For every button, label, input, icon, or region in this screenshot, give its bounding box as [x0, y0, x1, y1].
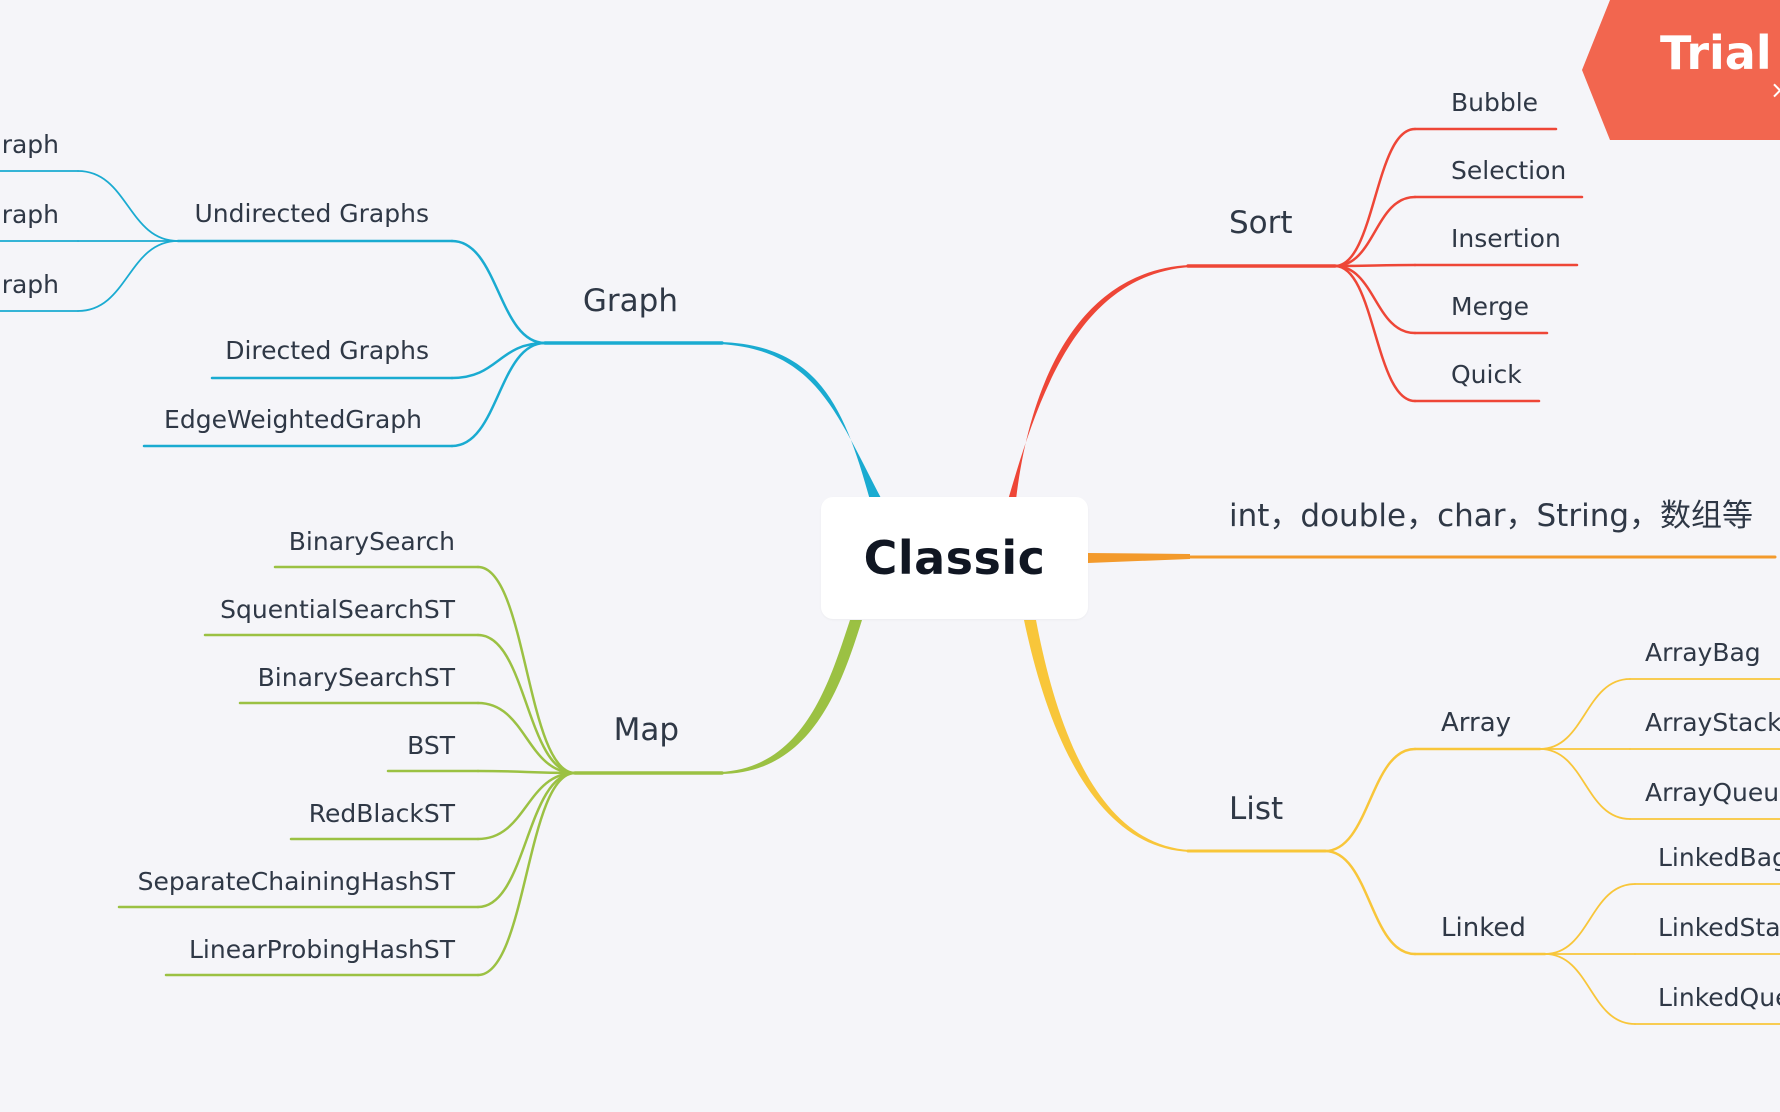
list-main-branch [1024, 620, 1190, 852]
subtopic-binarysearchst[interactable]: BinarySearchST [258, 663, 456, 692]
map-child-connector [476, 701, 577, 775]
leaf-graph-2[interactable]: raph [2, 200, 59, 229]
sort-child-connector [1333, 195, 1417, 268]
sort-child-connector [1333, 263, 1417, 268]
types-main-branch [1088, 553, 1190, 563]
array-leaf-connector [1539, 748, 1631, 820]
sort-main-branch [1008, 265, 1190, 500]
map-child-connector [476, 633, 577, 775]
map-main-branch [720, 620, 862, 774]
subtopic-array[interactable]: Array [1441, 708, 1511, 738]
topic-graph[interactable]: Graph [583, 283, 678, 319]
topic-list[interactable]: List [1229, 791, 1283, 827]
leaf-linkedbag[interactable]: LinkedBag [1658, 843, 1780, 872]
undirected-leaf-connector [77, 170, 179, 242]
leaf-arraystack[interactable]: ArrayStack [1645, 708, 1780, 737]
map-child-connector [476, 565, 577, 775]
subtopic-merge[interactable]: Merge [1451, 292, 1529, 321]
sort-child-connector [1333, 264, 1417, 403]
subtopic-edgeweightedgraph[interactable]: EdgeWeightedGraph [164, 405, 422, 434]
topic-sort[interactable]: Sort [1229, 205, 1293, 241]
subtopic-redblackst[interactable]: RedBlackST [309, 799, 456, 828]
subtopic-undirected-graphs[interactable]: Undirected Graphs [194, 199, 429, 228]
graph-main-branch [720, 342, 882, 500]
leaf-graph-1[interactable]: raph [2, 130, 59, 159]
topic-types[interactable]: int，double，char，String，数组等 [1229, 498, 1753, 534]
list-array-connector [1323, 747, 1417, 853]
leaf-arrayqueue[interactable]: ArrayQueue [1645, 778, 1780, 807]
subtopic-insertion[interactable]: Insertion [1451, 224, 1561, 253]
leaf-arraybag[interactable]: ArrayBag [1645, 638, 1761, 667]
leaf-linkedstack[interactable]: LinkedStack [1658, 913, 1780, 942]
sort-child-connector [1333, 127, 1417, 268]
trial-mode-banner[interactable]: Trial M × [1582, 0, 1780, 140]
connector-lines [0, 127, 1780, 1025]
leaf-linkedqueue[interactable]: LinkedQueue [1658, 983, 1780, 1012]
leaf-graph-3[interactable]: raph [2, 270, 59, 299]
graph-undirected-connector [450, 239, 547, 345]
trial-mode-text: Trial M [1660, 26, 1780, 80]
subtopic-binarysearch[interactable]: BinarySearch [289, 527, 455, 556]
subtopic-selection[interactable]: Selection [1451, 156, 1566, 185]
subtopic-linearprobinghashst[interactable]: LinearProbingHashST [189, 935, 456, 964]
close-icon[interactable]: × [1770, 76, 1780, 104]
subtopic-quick[interactable]: Quick [1451, 360, 1522, 389]
sort-child-connector [1333, 264, 1417, 335]
graph-edgeweighted-connector [450, 341, 547, 448]
list-linked-connector [1323, 849, 1417, 956]
undirected-leaf-connector [77, 240, 179, 312]
array-leaf-connector [1539, 678, 1631, 750]
topic-map[interactable]: Map [614, 712, 679, 748]
subtopic-separatechaininghashst[interactable]: SeparateChainingHashST [138, 867, 456, 896]
graph-directed-connector [450, 341, 547, 380]
linked-leaf-connector [1544, 953, 1636, 1025]
subtopic-bst[interactable]: BST [407, 731, 456, 760]
linked-leaf-connector [1544, 883, 1636, 955]
central-topic-label: Classic [863, 531, 1046, 585]
map-child-connector [476, 769, 577, 775]
subtopic-linked[interactable]: Linked [1441, 913, 1526, 943]
central-topic[interactable]: Classic [821, 497, 1088, 619]
map-child-connector [476, 771, 577, 909]
map-child-connector [476, 771, 577, 977]
map-child-connector [476, 771, 577, 841]
subtopic-directed-graphs[interactable]: Directed Graphs [225, 336, 429, 365]
subtopic-squentialsearchst[interactable]: SquentialSearchST [220, 595, 456, 624]
subtopic-bubble[interactable]: Bubble [1451, 88, 1538, 117]
